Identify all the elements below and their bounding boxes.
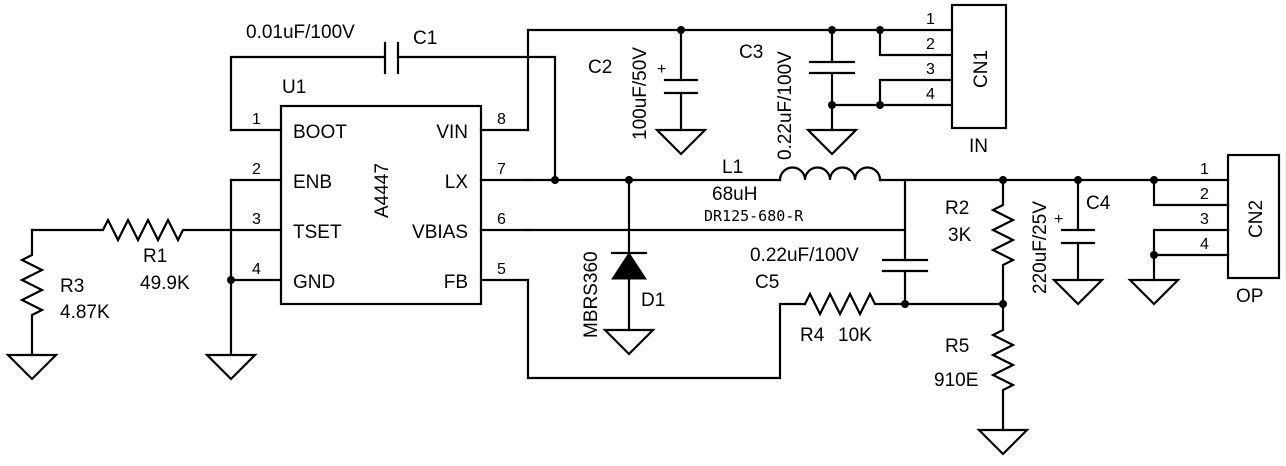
ground-icon — [204, 353, 258, 381]
c2-value-label: 100uF/50V — [630, 47, 651, 140]
cn2-pin3-num: 3 — [1200, 211, 1209, 228]
c4-polarity-label: + — [1054, 211, 1063, 228]
c5-value-label: 0.22uF/100V — [750, 245, 859, 266]
junction-dot — [551, 176, 559, 184]
u1-pin3-num: 3 — [252, 211, 261, 228]
c3-value-label: 0.22uF/100V — [775, 51, 796, 160]
junction-dot — [828, 101, 836, 109]
ground-icon — [805, 128, 859, 156]
c1-value-label: 0.01uF/100V — [246, 22, 355, 43]
r4-ref-label: R4 — [800, 325, 825, 346]
c2-capacitor: + C2 100uF/50V — [588, 28, 699, 140]
c2-polarity-label: + — [657, 61, 666, 78]
cn2-pin2-num: 2 — [1200, 186, 1209, 203]
c2-ref-label: C2 — [588, 57, 612, 78]
cn1-pin3-num: 3 — [926, 61, 935, 78]
cn1-pin4-num: 4 — [926, 86, 935, 103]
u1-pin6-name: VBIAS — [412, 222, 468, 243]
junction-dot — [1150, 251, 1158, 259]
r2-value-label: 3K — [948, 225, 972, 246]
cn1-pin1-num: 1 — [926, 11, 935, 28]
c1-capacitor: 0.01uF/100V C1 — [229, 22, 557, 182]
d1-part-label: MBRS360 — [581, 251, 602, 338]
u1-pin1-name: BOOT — [293, 122, 347, 143]
r3-value-label: 4.87K — [60, 302, 110, 323]
u1-pin6-num: 6 — [497, 211, 506, 228]
fb-wiring — [526, 278, 807, 380]
c5-ref-label: C5 — [755, 272, 779, 293]
l1-ref-label: L1 — [722, 157, 743, 178]
u1-pin8-name: VIN — [436, 122, 468, 143]
r3-ref-label: R3 — [60, 276, 84, 297]
cn2-pin1-num: 1 — [1200, 161, 1209, 178]
cn2-ref-label: CN2 — [1246, 200, 1267, 238]
u1-pin3-name: TSET — [293, 222, 342, 243]
u1-chip: U1 A4447 1 2 3 4 BOOT ENB TSET GND 8 7 6… — [229, 77, 530, 306]
c4-ref-label: C4 — [1086, 193, 1111, 214]
l1-inductor: L1 68uH DR125-680-R — [704, 157, 882, 225]
c5-capacitor: 0.22uF/100V C5 — [750, 178, 929, 306]
r5-ref-label: R5 — [945, 336, 969, 357]
r1-value-label: 49.9K — [140, 273, 190, 294]
u1-pin5-num: 5 — [497, 261, 506, 278]
d1-ref-label: D1 — [641, 290, 665, 311]
cn2-side-label: OP — [1236, 286, 1263, 307]
r4-value-label: 10K — [838, 325, 872, 346]
junction-dot — [876, 101, 884, 109]
cn2-connector: 1 2 3 4 CN2 OP — [1200, 153, 1281, 307]
r1-ref-label: R1 — [143, 246, 167, 267]
cn1-connector: 1 2 3 4 CN1 IN — [926, 3, 1008, 157]
r5-resistor: R5 910E — [934, 302, 1016, 432]
input-return-wiring — [828, 78, 954, 109]
ground-icon — [1127, 278, 1181, 306]
ground-icon — [1051, 278, 1105, 306]
c3-capacitor: C3 0.22uF/100V — [739, 28, 856, 160]
u1-pin5-name: FB — [444, 272, 468, 293]
r5-value-label: 910E — [934, 370, 978, 391]
r3-resistor: R3 4.87K — [19, 228, 110, 357]
u1-pin2-num: 2 — [252, 161, 261, 178]
u1-pin8-num: 8 — [497, 111, 506, 128]
lx-node — [526, 176, 782, 184]
r4-resistor: R4 10K — [800, 291, 1007, 346]
ground-icon — [602, 328, 656, 356]
u1-pin7-name: LX — [445, 172, 469, 193]
u1-pin4-num: 4 — [252, 261, 261, 278]
cn1-pin2-num: 2 — [926, 36, 935, 53]
ground-icon — [5, 353, 59, 381]
cn2-pin4-num: 4 — [1200, 236, 1209, 253]
c3-ref-label: C3 — [739, 42, 763, 63]
ground-icon — [976, 428, 1030, 456]
junction-dot — [227, 276, 235, 284]
u1-pin2-name: ENB — [293, 172, 332, 193]
output-return-wiring — [1150, 228, 1230, 282]
c4-value-label: 220uF/25V — [1030, 201, 1051, 294]
output-rail — [878, 176, 1230, 207]
c1-ref-label: C1 — [413, 28, 437, 49]
u1-part-label: A4447 — [372, 163, 393, 218]
ground-icon — [654, 128, 708, 156]
cn1-ref-label: CN1 — [971, 50, 992, 88]
r2-resistor: R2 3K — [945, 178, 1016, 306]
l1-value-label: 68uH — [712, 184, 757, 205]
r2-ref-label: R2 — [945, 198, 969, 219]
u1-pin4-name: GND — [293, 272, 335, 293]
junction-dot — [901, 300, 909, 308]
d1-diode: MBRS360 D1 — [581, 178, 665, 338]
u1-ref-label: U1 — [282, 77, 306, 98]
l1-part-label: DR125-680-R — [704, 207, 804, 225]
r1-resistor: R1 49.9K — [30, 217, 233, 294]
enb-gnd-wiring — [227, 178, 235, 357]
cn1-side-label: IN — [969, 136, 988, 157]
c4-capacitor: + C4 220uF/25V — [1030, 178, 1111, 294]
u1-pin1-num: 1 — [252, 111, 261, 128]
u1-pin7-num: 7 — [497, 161, 506, 178]
